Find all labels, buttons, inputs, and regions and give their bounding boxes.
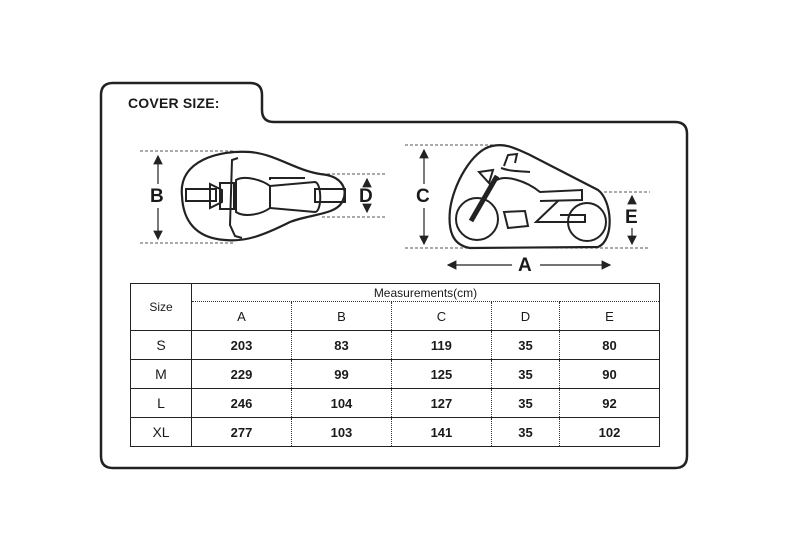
- label-d: D: [359, 186, 373, 207]
- measurement-cell: 102: [559, 417, 660, 447]
- measurement-cell: 127: [391, 388, 492, 418]
- col-header-c: C: [391, 301, 492, 331]
- col-header-a: A: [191, 301, 292, 331]
- size-cell: L: [130, 388, 192, 418]
- measurement-cell: 229: [191, 359, 292, 389]
- measurements-header: Measurements(cm): [191, 283, 660, 302]
- measurement-cell: 119: [391, 330, 492, 360]
- measurement-cell: 203: [191, 330, 292, 360]
- col-header-d: D: [491, 301, 561, 331]
- measurement-cell: 104: [291, 388, 392, 418]
- measurement-cell: 99: [291, 359, 392, 389]
- measurement-cell: 277: [191, 417, 292, 447]
- measurement-cell: 35: [491, 359, 561, 389]
- measurement-cell: 35: [491, 388, 561, 418]
- side-view-diagram: [405, 144, 650, 270]
- measurement-cell: 35: [491, 417, 561, 447]
- measurement-cell: 125: [391, 359, 492, 389]
- col-header-e: E: [605, 308, 614, 324]
- label-e: E: [625, 207, 638, 228]
- measurement-cell: 90: [559, 359, 660, 389]
- label-b: B: [150, 186, 164, 207]
- measurement-cell: 83: [291, 330, 392, 360]
- size-cell: XL: [130, 417, 192, 447]
- label-a: A: [518, 255, 532, 276]
- panel-outline: [99, 81, 689, 470]
- size-header: Size: [130, 283, 192, 331]
- col-header-b: B: [291, 301, 392, 331]
- measurement-cell: 80: [559, 330, 660, 360]
- measurement-cell: 35: [491, 330, 561, 360]
- cover-outline-side: [448, 144, 611, 250]
- measurement-cell: 103: [291, 417, 392, 447]
- measurement-cell: 246: [191, 388, 292, 418]
- label-c: C: [416, 186, 430, 207]
- measurement-cell: 92: [559, 388, 660, 418]
- top-view-diagram: [140, 150, 385, 244]
- measurement-cell: 141: [391, 417, 492, 447]
- section-title: COVER SIZE:: [128, 95, 220, 111]
- cover-outline-top: [180, 150, 346, 242]
- size-cell: S: [130, 330, 192, 360]
- size-cell: M: [130, 359, 192, 389]
